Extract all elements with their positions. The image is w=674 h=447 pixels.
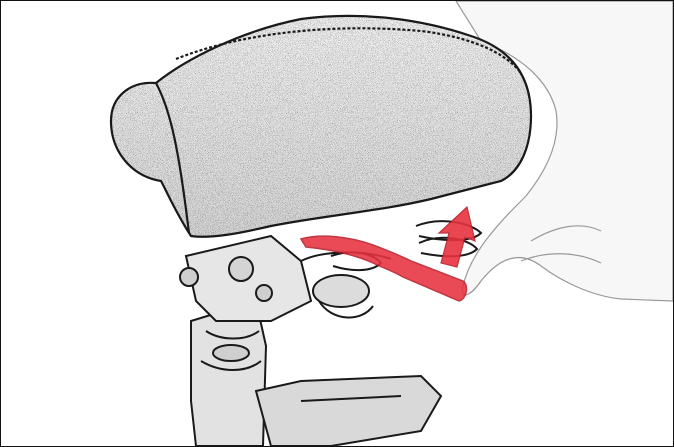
seat-post (191, 301, 441, 446)
saddle (111, 16, 531, 237)
